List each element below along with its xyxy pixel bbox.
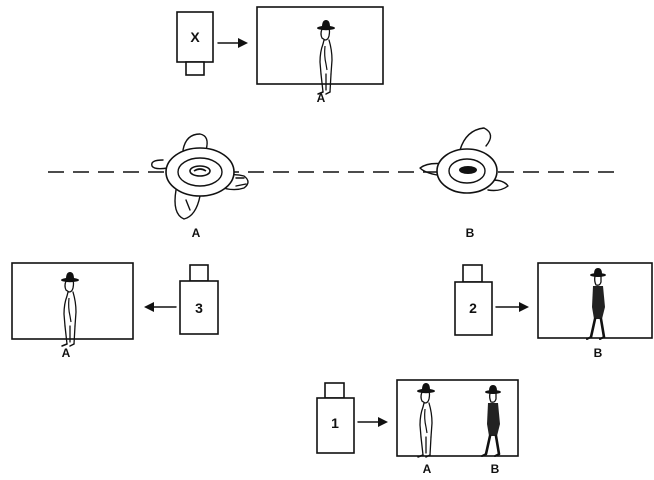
camera-1: 1	[316, 382, 355, 454]
camera-x-label: X	[190, 29, 200, 45]
frame-bottom	[396, 379, 519, 458]
frame-left-caption: A	[62, 346, 71, 360]
actor-a-label: A	[192, 226, 201, 240]
frame-top-caption: A	[317, 91, 326, 105]
frame-right	[537, 262, 653, 341]
actor-b-overhead	[419, 127, 509, 194]
camera-2-label: 2	[469, 300, 477, 316]
camera-3: 3	[179, 264, 219, 335]
camera-x: X	[176, 11, 214, 76]
camera-1-label: 1	[331, 415, 339, 431]
frame-bottom-caption-b: B	[491, 462, 500, 476]
frame-bottom-caption-a: A	[423, 462, 432, 476]
frame-left	[11, 262, 134, 347]
actor-a-overhead	[151, 133, 249, 220]
camera-3-label: 3	[195, 300, 203, 316]
frame-top	[256, 6, 384, 95]
frame-right-caption: B	[594, 346, 603, 360]
camera-2: 2	[454, 264, 493, 336]
actor-b-label: B	[466, 226, 475, 240]
